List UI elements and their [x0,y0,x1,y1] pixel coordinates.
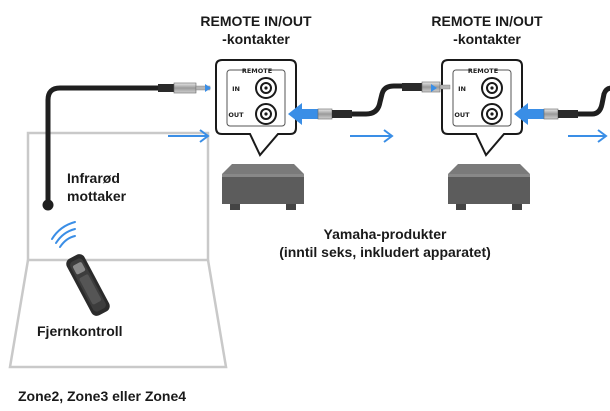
in-label-1: IN [232,85,240,93]
link-cable-out [543,85,610,120]
ir-receiver-line2: mottaker [67,188,127,204]
port-group-2-line1: REMOTE IN/OUT [431,13,543,29]
port-group-label-1: REMOTE IN/OUT -kontakter [181,12,331,48]
port-group-1-line2: -kontakter [222,31,290,47]
device1-connector-panel: REMOTE IN OUT [215,59,297,157]
flow-arrow-3 [568,129,608,143]
flow-arrow-2 [350,129,394,143]
zones-label: Zone2, Zone3 eller Zone4 [18,388,187,404]
yamaha-products-line2: (inntil seks, inkludert apparatet) [279,244,491,260]
link-cable-1-2 [317,81,451,120]
out-label-2: OUT [454,111,470,119]
remote-control-label: Fjernkontroll [37,323,123,339]
ir-receiver-cable [42,85,161,211]
remote-control-icon [66,254,110,316]
small-arrow-in-1 [205,84,211,92]
flow-arrow-1 [168,129,210,143]
small-arrow-in-2 [431,84,437,92]
ir-receiver-label: Infrarød mottaker [67,169,126,205]
port-group-1-line1: REMOTE IN/OUT [200,13,312,29]
flow-arrows [168,129,608,143]
port-group-label-2: REMOTE IN/OUT -kontakter [412,12,562,48]
ir-receiver-line1: Infrarød [67,170,120,186]
plug-device1-in [158,82,211,94]
device2-connector-panel: REMOTE IN OUT [441,59,523,157]
remote-tag-2: REMOTE [468,67,498,75]
zone-room-outline [8,131,228,369]
ir-signal-waves-icon [51,221,76,248]
out-label-1: OUT [228,111,244,119]
out-arrow-2 [514,103,544,125]
in-label-2: IN [458,85,466,93]
yamaha-device-2 [448,164,530,210]
remote-tag-1: REMOTE [242,67,272,75]
yamaha-products-line1: Yamaha-produkter [323,226,447,242]
out-arrow-1 [288,103,318,125]
yamaha-device-1 [222,164,304,210]
yamaha-products-label: Yamaha-produkter (inntil seks, inkludert… [240,225,530,261]
port-group-2-line2: -kontakter [453,31,521,47]
